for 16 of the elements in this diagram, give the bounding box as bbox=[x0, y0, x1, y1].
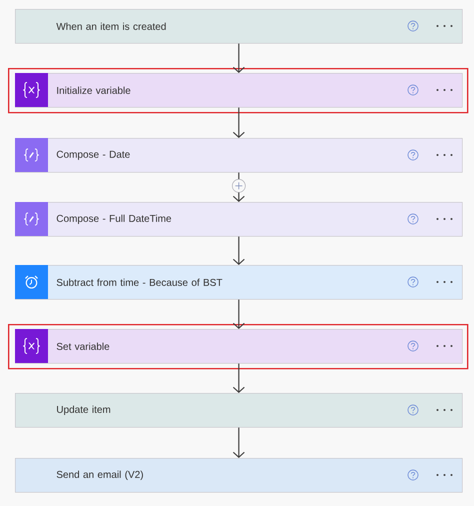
step-card: Send an email (V2) bbox=[15, 458, 463, 493]
step-card: Initialize variable bbox=[15, 73, 463, 108]
arrow bbox=[232, 108, 245, 138]
step-card: Compose - Date bbox=[15, 138, 463, 173]
arrow bbox=[232, 44, 245, 73]
arrow bbox=[232, 364, 245, 393]
highlight-frame bbox=[8, 68, 468, 114]
arrow bbox=[232, 428, 245, 458]
step-card: Subtract from time - Because of BST bbox=[15, 265, 463, 300]
step-card: Update item bbox=[15, 393, 463, 428]
arrow bbox=[232, 300, 245, 329]
step-card: Compose - Full DateTime bbox=[15, 202, 463, 237]
arrow bbox=[232, 236, 245, 265]
step-card: Set variable bbox=[15, 329, 463, 364]
highlight-frame bbox=[8, 324, 468, 370]
step-card: When an item is created bbox=[15, 9, 463, 44]
